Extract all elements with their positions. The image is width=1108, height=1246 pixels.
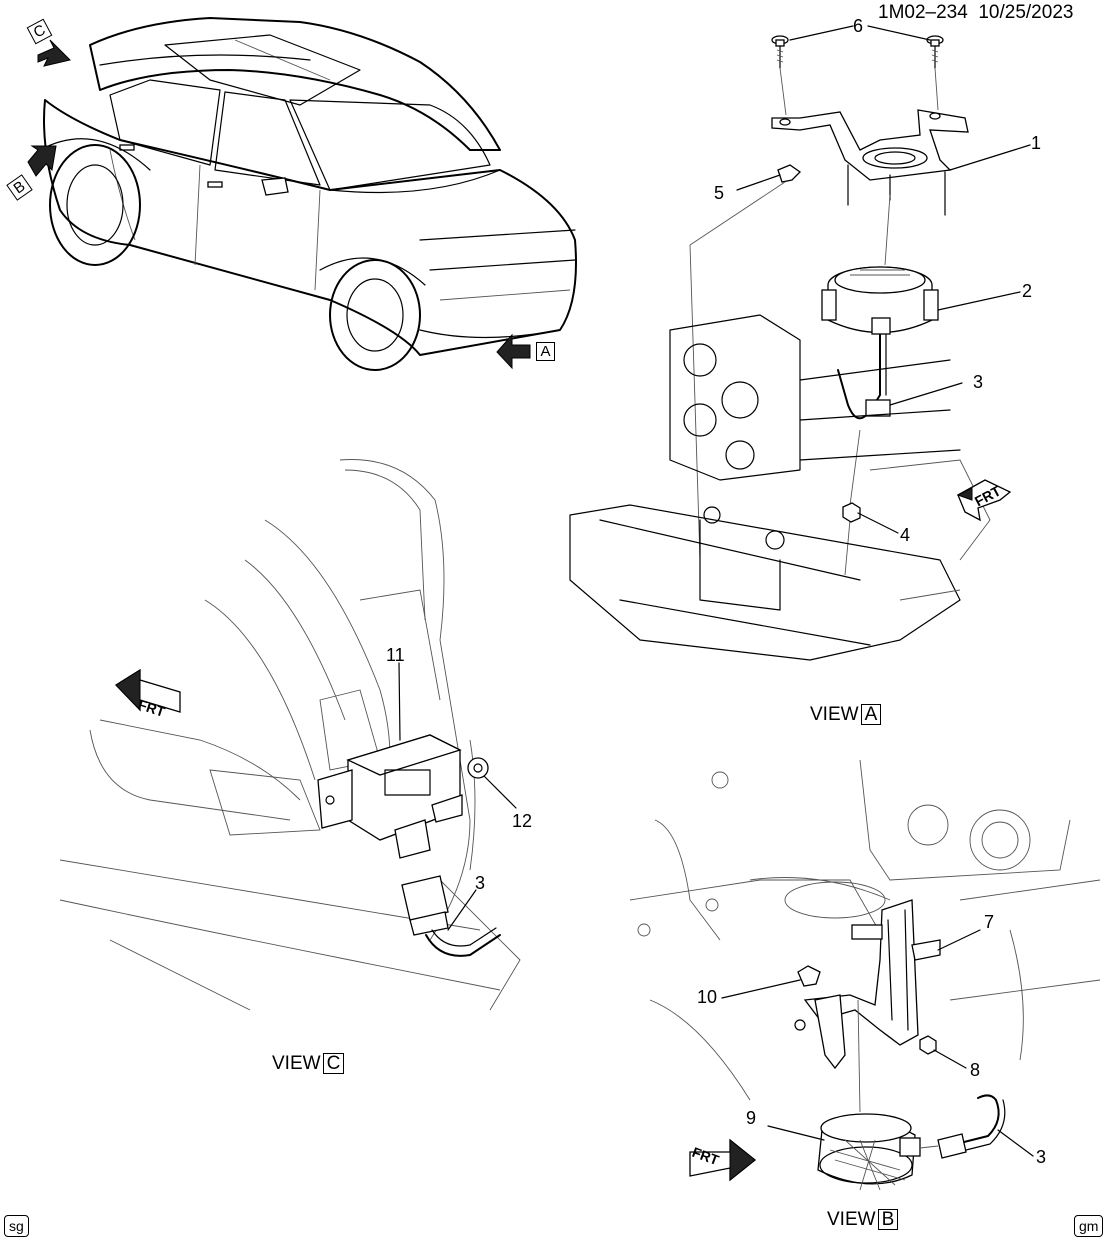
vehicle-illustration: [39, 17, 577, 371]
callout-1: 1: [1031, 133, 1042, 153]
view-a-illustration: [569, 35, 1012, 661]
callout-5: 5: [714, 183, 725, 203]
view-c-prefix: VIEW: [272, 1053, 321, 1074]
bolt-6-right: [926, 35, 944, 69]
callout-12: 12: [512, 811, 533, 831]
callout-7: 7: [984, 912, 995, 932]
harness-3-view-b: [919, 1094, 1006, 1159]
nut-12: [467, 757, 489, 779]
frt-arrow-c: [114, 668, 181, 713]
view-tag-a: A: [536, 342, 555, 361]
bolt-6-left: [771, 35, 789, 69]
view-b-illustration: [629, 759, 1101, 1191]
callout-6: 6: [853, 16, 864, 36]
callout-3-view-b: 3: [1036, 1147, 1047, 1167]
bracket-7: [794, 899, 941, 1070]
module-11: [317, 734, 463, 859]
view-b-arrow: [27, 145, 57, 177]
callout-8: 8: [970, 1060, 981, 1080]
callout-2: 2: [1022, 281, 1033, 301]
figure-date: 10/25/2023: [978, 2, 1074, 23]
figure-id: 1M02–234: [878, 2, 968, 23]
view-a-prefix: VIEW: [810, 704, 859, 725]
sensor-9: [817, 1113, 921, 1191]
view-c-letter: C: [322, 1053, 345, 1074]
view-c-leaders: [398, 662, 517, 931]
footer-mark-left: sg: [4, 1215, 29, 1237]
view-b-leaders: [721, 929, 1034, 1157]
view-c-arrow: [37, 39, 71, 67]
view-a-letter: A: [860, 704, 882, 725]
sensor-module-2: [821, 266, 939, 335]
frt-arrow-b: [689, 1138, 757, 1182]
frt-arrow-a: [956, 479, 1012, 522]
harness-3-view-c: [401, 875, 501, 957]
footer-mark-right: gm: [1074, 1215, 1104, 1237]
view-a-structure: [569, 314, 991, 661]
harness-3-view-a: [837, 334, 891, 420]
clip-10: [797, 965, 821, 987]
callout-11: 11: [386, 645, 405, 665]
callout-3-view-c: 3: [475, 873, 486, 893]
nut-4: [842, 502, 861, 523]
bracket-1: [771, 109, 969, 216]
clip-5: [777, 164, 802, 183]
callout-4: 4: [900, 525, 911, 545]
view-b-prefix: VIEW: [827, 1209, 876, 1230]
view-b-letter: B: [877, 1209, 899, 1230]
view-a-leaders: [736, 25, 1031, 534]
callout-9: 9: [746, 1108, 757, 1128]
view-c-illustration: [59, 459, 521, 1011]
view-a-arrow: [496, 333, 531, 370]
nut-8: [919, 1035, 937, 1055]
callout-10: 10: [697, 987, 718, 1007]
diagram-header: 1M02–234 10/25/2023: [878, 3, 1073, 22]
callout-3-view-a: 3: [973, 372, 984, 392]
